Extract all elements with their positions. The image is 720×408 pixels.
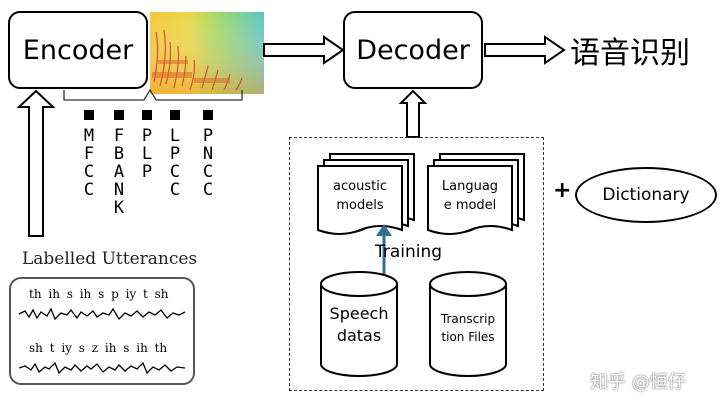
plus-sign: + bbox=[553, 178, 572, 203]
language-model-doc bbox=[427, 153, 525, 235]
training-label: Training bbox=[375, 242, 443, 262]
arrow-from-models bbox=[398, 89, 428, 138]
arrow-to-decoder bbox=[263, 35, 345, 65]
decoder-label: Decoder bbox=[356, 34, 470, 66]
transcription-files-cylinder bbox=[429, 271, 507, 377]
utterances-panel: th ih s ih s p iy t sh sh t iy s z ih s … bbox=[9, 277, 195, 385]
feature-mfcc: MFCC bbox=[79, 110, 99, 198]
speech-datas-cylinder bbox=[320, 271, 398, 377]
dictionary-ellipse: Dictionary bbox=[575, 167, 717, 223]
dictionary-label: Dictionary bbox=[602, 185, 690, 205]
arrow-to-output bbox=[484, 35, 566, 65]
waveform-1 bbox=[19, 307, 186, 321]
utterances-title: Labelled Utterances bbox=[22, 249, 198, 269]
arrow-from-utterances bbox=[16, 89, 56, 237]
feature-lpcc: LPCC bbox=[165, 110, 185, 198]
phoneme-line-1: th ih s ih s p iy t sh bbox=[29, 287, 169, 301]
encoder-label: Encoder bbox=[22, 34, 134, 66]
waveform-2 bbox=[19, 361, 186, 375]
output-label: 语音识别 bbox=[570, 36, 690, 71]
feature-fbank: FBANK bbox=[109, 110, 129, 216]
decoder-box: Decoder bbox=[343, 11, 483, 89]
feature-bracket bbox=[63, 88, 243, 101]
phoneme-line-2: sh t iy s z ih s ih th bbox=[29, 341, 168, 355]
encoder-box: Encoder bbox=[8, 11, 148, 89]
acoustic-models-doc bbox=[317, 153, 415, 235]
training-container bbox=[289, 137, 544, 391]
watermark: 知乎 @恒仔 bbox=[590, 372, 686, 393]
feature-pncc: PNCC bbox=[198, 110, 218, 198]
feature-plp: PLP bbox=[137, 110, 157, 180]
spectrogram-image bbox=[150, 12, 264, 94]
